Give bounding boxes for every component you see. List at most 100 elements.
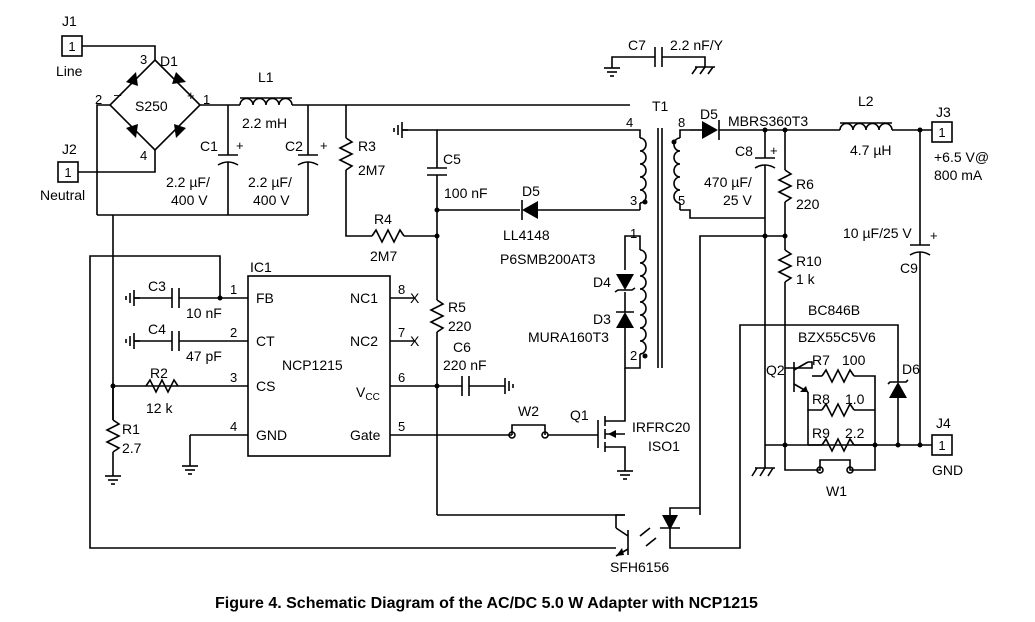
l1-inductor: [239, 97, 293, 106]
c1-ref: C1: [200, 138, 218, 154]
w2-jumper: [508, 431, 516, 439]
r7-value: 100: [842, 352, 866, 368]
r3-value: 2M7: [358, 162, 385, 178]
j1-pin: 1: [68, 39, 75, 54]
d5b-diode: [702, 121, 718, 139]
r10-resistor: [777, 249, 793, 283]
c8-value2: 25 V: [723, 192, 752, 208]
ground-icon: [616, 464, 634, 480]
d1-pin4: 4: [140, 148, 147, 163]
r3-resistor: [338, 137, 354, 171]
r4-resistor: [371, 228, 405, 244]
q1-part: IRFRC20: [632, 419, 691, 435]
ic1-pin4-name: GND: [256, 427, 287, 443]
j2-label: Neutral: [40, 187, 85, 203]
d1-plus: +: [187, 88, 195, 103]
j1-label: Line: [56, 63, 83, 79]
d3-ref: D3: [593, 311, 611, 327]
r5-value: 220: [448, 318, 472, 334]
t1-pin2: 2: [630, 348, 637, 363]
c8-value1: 470 µF/: [704, 174, 752, 190]
d6-ref: D6: [902, 361, 920, 377]
ground-icon: [603, 61, 621, 77]
c5-ref: C5: [443, 151, 461, 167]
d5b-part: MBRS360T3: [728, 113, 808, 129]
c5-value: 100 nF: [444, 185, 488, 201]
c2-value1: 2.2 µF/: [248, 174, 292, 190]
d3-diode: [616, 312, 634, 328]
r9-value: 2.2: [845, 425, 865, 441]
q2-ref: Q2: [766, 362, 785, 378]
ic1-pin7-num: 7: [398, 325, 405, 340]
j2-ref: J2: [62, 141, 77, 157]
c1-value1: 2.2 µF/: [166, 174, 210, 190]
c6-value: 220 nF: [443, 357, 487, 373]
nc1-mark: X: [410, 290, 420, 306]
ic1-box: [247, 275, 391, 457]
c9-plus: +: [930, 228, 938, 243]
ic1-pin2-name: CT: [256, 333, 275, 349]
r7-resistor: [821, 368, 855, 384]
ic1-pin8-num: 8: [398, 282, 405, 297]
ic1-pin7-name: NC2: [350, 333, 378, 349]
j4-ref: J4: [936, 415, 951, 431]
d1-ref: D1: [160, 53, 178, 69]
r8-resistor: [821, 402, 855, 418]
c1-value2: 400 V: [171, 192, 208, 208]
d6-part: BZX55C5V6: [798, 329, 876, 345]
d4-ref: D4: [593, 274, 611, 290]
ic1-part: NCP1215: [282, 357, 343, 373]
j4-pin: 1: [938, 438, 945, 453]
ic1-pin5-num: 5: [398, 419, 405, 434]
r10-value: 1 k: [796, 271, 816, 287]
d1-pin2: 2: [95, 92, 102, 107]
w2-ref: W2: [518, 403, 539, 419]
r6-resistor: [777, 169, 793, 203]
t1-pin1: 1: [630, 226, 637, 241]
q2-part: BC846B: [808, 302, 860, 318]
t1-primary-winding: [639, 137, 647, 204]
ic1-pin4-num: 4: [230, 419, 237, 434]
c7-ref: C7: [628, 37, 646, 53]
d5a-diode: [522, 201, 538, 219]
t1-pin3: 3: [630, 193, 637, 208]
r4-value: 2M7: [370, 248, 397, 264]
r9-resistor: [821, 437, 855, 453]
d5a-ref: D5: [522, 183, 540, 199]
opto-led: [662, 515, 678, 530]
r6-ref: R6: [796, 176, 814, 192]
r6-value: 220: [796, 196, 820, 212]
c2-ref: C2: [285, 138, 303, 154]
r3-ref: R3: [358, 138, 376, 154]
d6-zener: [889, 382, 907, 398]
c7-value: 2.2 nF/Y: [670, 37, 724, 53]
r2-resistor: [145, 378, 179, 394]
r8-ref: R8: [812, 391, 830, 407]
d5a-part: LL4148: [503, 227, 550, 243]
ic1-pin1-name: FB: [256, 290, 274, 306]
ic1-pin6-name: VCC: [356, 384, 380, 403]
t1-aux-winding: [639, 249, 647, 355]
r9-ref: R9: [812, 425, 830, 441]
q1-ref: Q1: [570, 407, 589, 423]
l1-value: 2.2 mH: [242, 115, 287, 131]
d3-part: MURA160T3: [528, 329, 609, 345]
r10-ref: R10: [796, 253, 822, 269]
d5b-ref: D5: [700, 106, 718, 122]
j2-pin: 1: [64, 165, 71, 180]
t1-pin4: 4: [626, 115, 633, 130]
ic1-pin1-num: 1: [230, 282, 237, 297]
ic1-ref: IC1: [250, 259, 272, 275]
r7-ref: R7: [812, 352, 830, 368]
c2-plus: +: [320, 138, 328, 153]
j3-label2: 800 mA: [934, 167, 983, 183]
l2-inductor: [839, 122, 893, 131]
ic1-pin6-num: 6: [398, 370, 405, 385]
nc2-mark: X: [410, 333, 420, 349]
t1-ref: T1: [652, 98, 669, 114]
j4-label: GND: [932, 462, 963, 478]
j3-box: [931, 121, 953, 143]
c1-plus: +: [236, 138, 244, 153]
c2-value2: 400 V: [253, 192, 290, 208]
